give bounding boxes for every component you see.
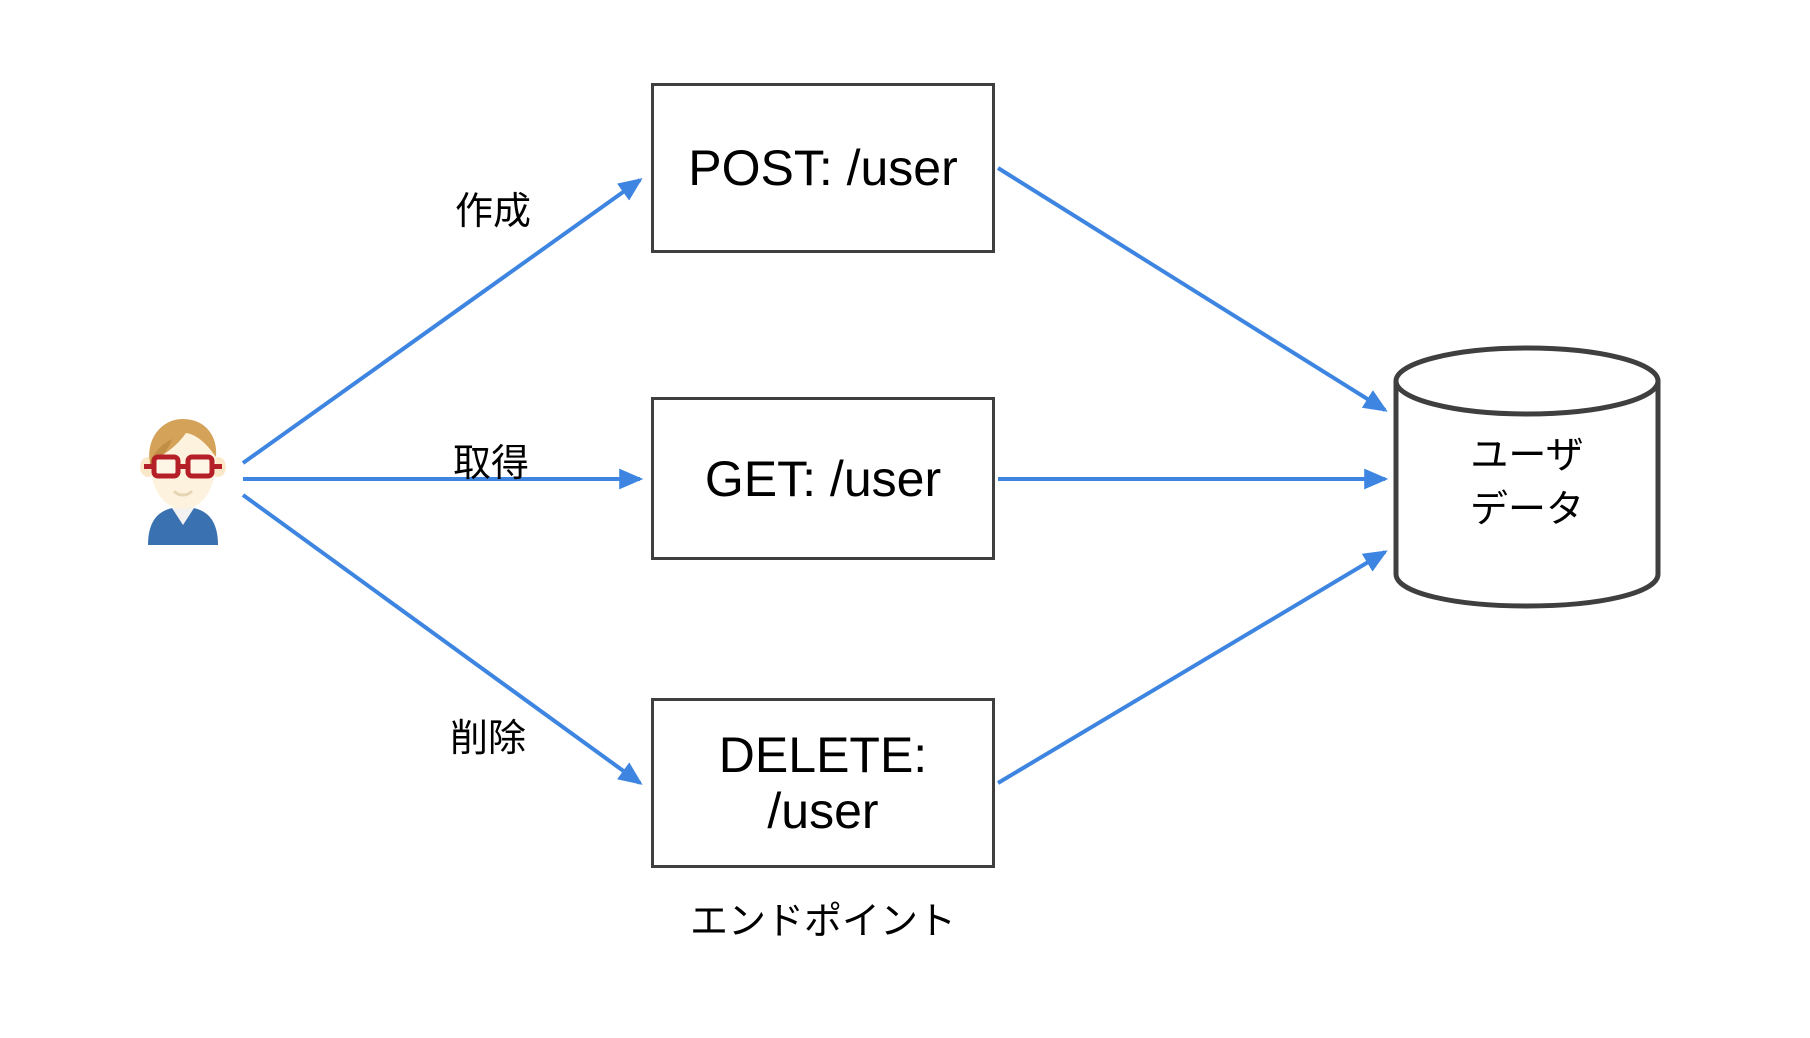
edge-label-delete: 削除: [450, 716, 527, 760]
endpoint-box-delete[interactable]: DELETE: /user: [651, 698, 995, 868]
endpoint-box-get[interactable]: GET: /user: [651, 397, 995, 560]
edge-label-read: 取得: [453, 441, 530, 485]
datastore-label: ユーザ データ: [1469, 433, 1584, 531]
edge-actor-to-delete: [241, 493, 643, 785]
edge-post-to-datastore: [996, 166, 1388, 412]
endpoint-group-caption: エンドポイント: [689, 899, 956, 943]
datastore-cylinder[interactable]: ユーザ データ: [1393, 345, 1661, 610]
edge-actor-to-post: [241, 178, 643, 465]
edge-delete-to-datastore: [996, 550, 1388, 785]
user-avatar: [128, 405, 238, 545]
person-with-glasses-icon: [140, 419, 226, 545]
endpoint-box-post[interactable]: POST: /user: [651, 83, 995, 253]
edge-label-create: 作成: [455, 189, 532, 233]
cylinder-shape: [1393, 345, 1661, 609]
